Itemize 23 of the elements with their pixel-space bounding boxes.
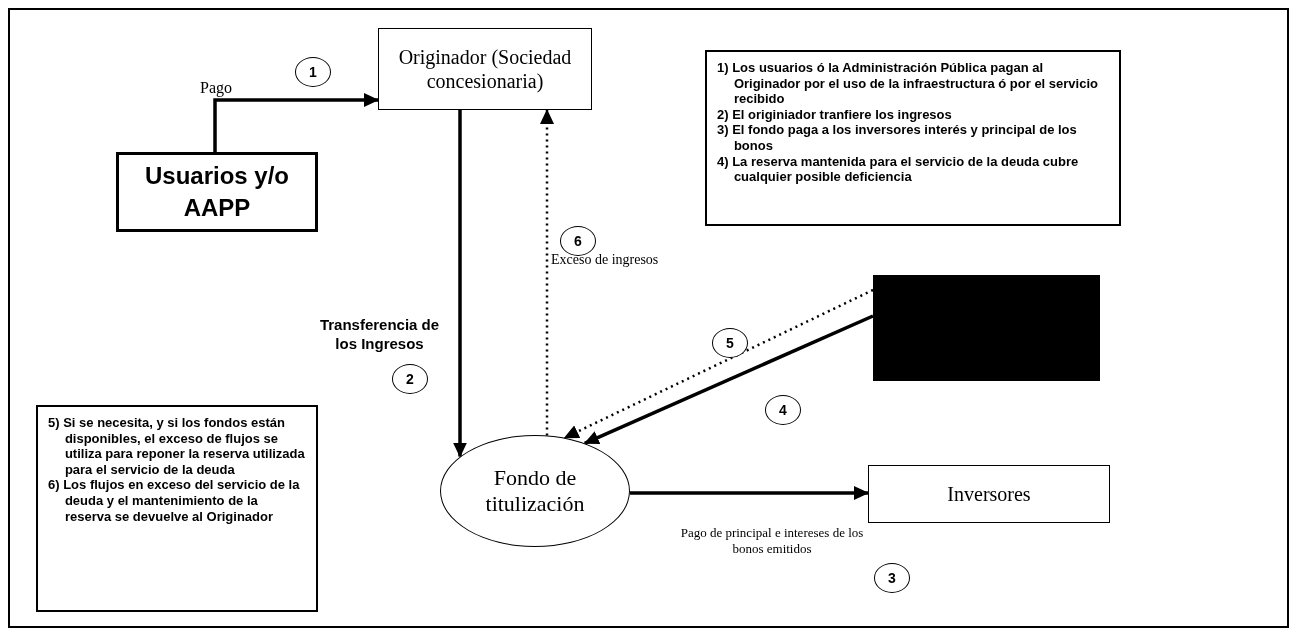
process-box — [116, 152, 318, 232]
node-label: Originador (Sociedad concesionaria) — [397, 45, 573, 93]
arrow — [563, 288, 874, 439]
note-box — [36, 405, 318, 612]
arrow — [453, 110, 467, 458]
note-text: 6) Los flujos en exceso del servicio de la deuda y el mantenimiento de la reserva se devuelve al Originador — [48, 477, 301, 525]
node-label: Usuarios y/o AAPP — [143, 160, 290, 223]
arrow — [583, 314, 874, 445]
arrow — [540, 109, 554, 436]
process-box — [868, 465, 1110, 523]
filled-box — [873, 275, 1100, 381]
node-label: Inversores — [947, 482, 1031, 506]
note-text: 2) El originiador tranfiere los ingresos — [717, 106, 953, 123]
process-box — [378, 28, 592, 110]
note-text: 5) Si se necesita, y si los fondos están disponibles, el exceso de flujos se utiliza para reponer la reserva utilizada para el servicio de la deuda — [48, 415, 306, 478]
note-box — [705, 50, 1121, 226]
note-text: 1) Los usuarios ó la Administración Pública pagan al Originador por el uso de la infraestructura ó por el servicio recibido — [717, 60, 1099, 107]
node-label: Fondo de titulización — [484, 464, 586, 518]
note-text: 4) La reserva mantenida para el servicio de la deuda cubre cualquier posible deficiencia — [717, 153, 1080, 185]
note-text: 3) El fondo paga a los inversores interés y principal de los bonos — [717, 122, 1078, 154]
edge-label: Exceso de ingresos — [551, 251, 659, 269]
arrow — [629, 486, 869, 500]
arrow — [213, 93, 379, 152]
